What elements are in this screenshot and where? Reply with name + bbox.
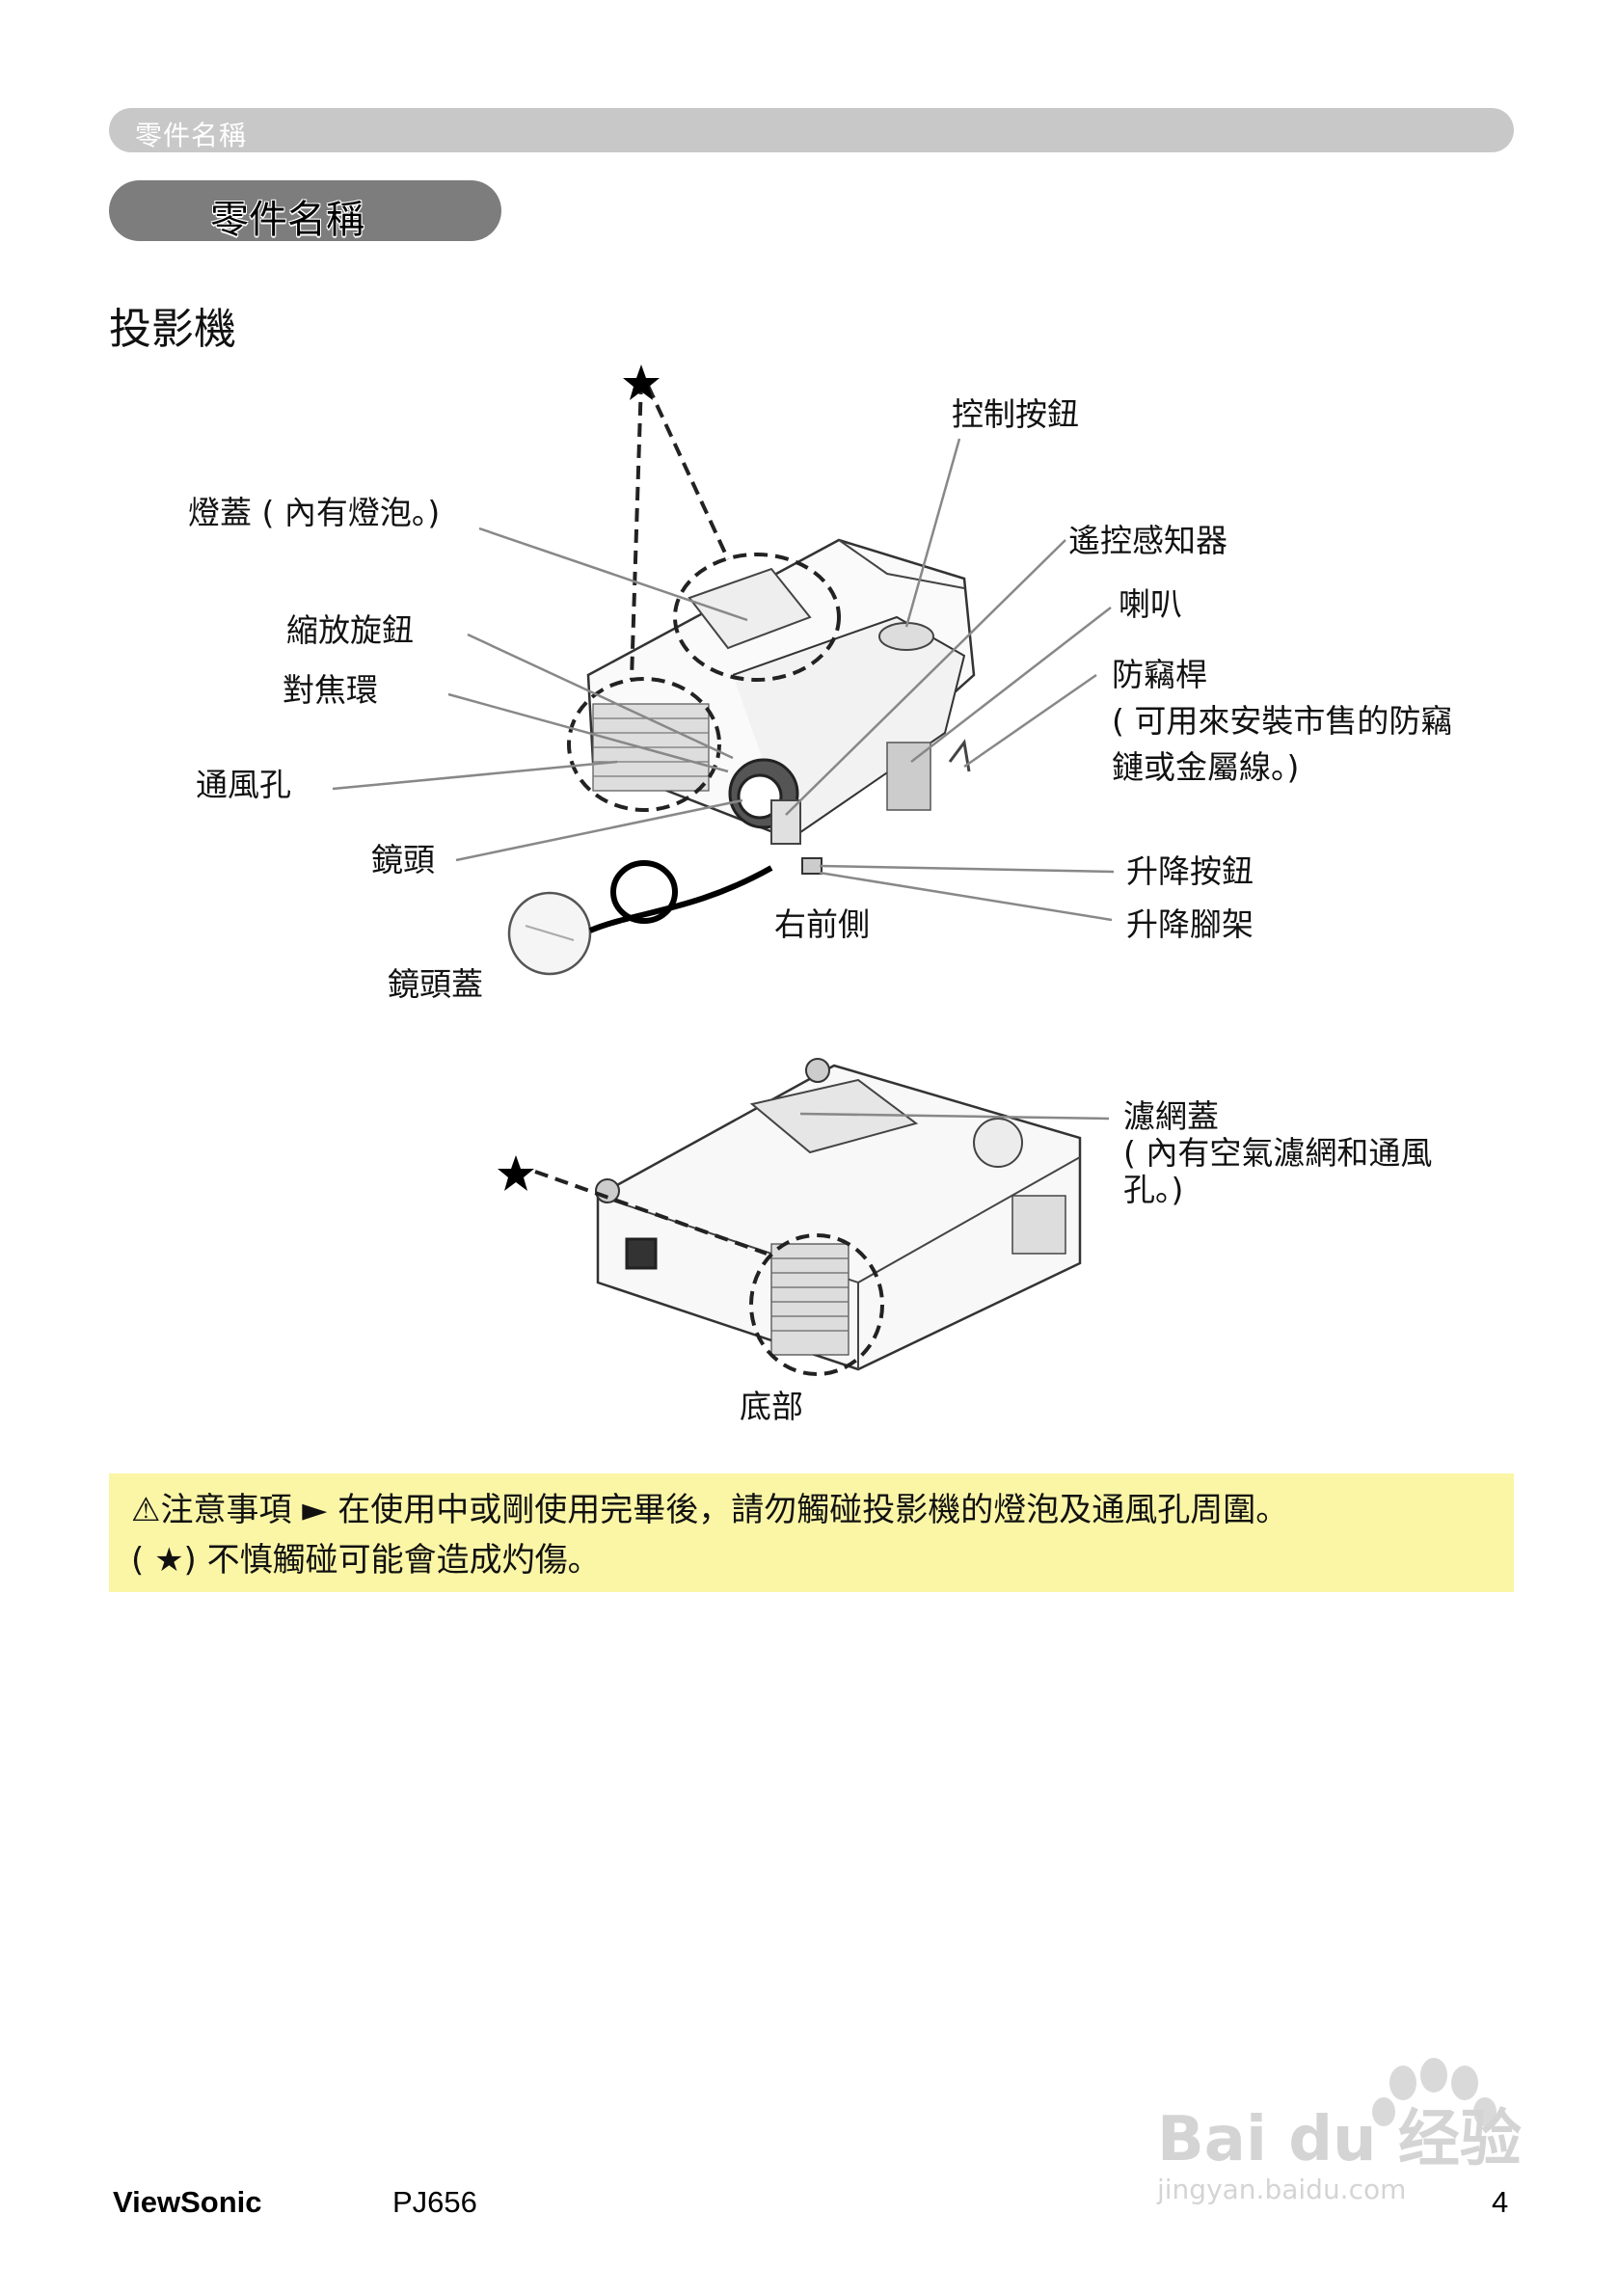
header-title: 零件名稱	[135, 120, 248, 151]
label-vent: 通風孔	[196, 766, 291, 803]
label-lens: 鏡頭	[371, 841, 435, 878]
section-title: 零件名稱	[210, 198, 364, 242]
projector-diagram	[332, 365, 1115, 1376]
section-pill: 零件名稱	[109, 180, 501, 242]
watermark-logo: Bai du 经验 jingyan.baidu.com	[1156, 2058, 1522, 2205]
footer-brand: ViewSonic	[113, 2185, 262, 2219]
label-focus-ring: 對焦環	[283, 671, 378, 709]
label-security-bar-note-1: ( 可用來安裝市售的防竊	[1112, 702, 1453, 740]
label-elevator-foot: 升降腳架	[1126, 905, 1254, 943]
label-remote-sensor: 遙控感知器	[1068, 522, 1227, 559]
label-filter-cover-note-1: ( 內有空氣濾網和通風	[1123, 1134, 1433, 1172]
label-control-buttons: 控制按鈕	[952, 395, 1079, 433]
footer-model: PJ656	[392, 2185, 477, 2219]
label-bottom: 底部	[740, 1388, 803, 1425]
label-lamp-cover: 燈蓋 ( 內有燈泡。)	[188, 494, 441, 531]
label-speaker: 喇叭	[1119, 585, 1182, 623]
page-number: 4	[1492, 2185, 1509, 2219]
caution-line-1: ⚠注意事項 ► 在使用中或剛使用完畢後，請勿觸碰投影機的燈泡及通風孔周圍。	[131, 1491, 1289, 1529]
label-security-bar: 防竊桿	[1112, 656, 1207, 693]
subheading: 投影機	[109, 305, 236, 354]
watermark-brand: Bai du 经验	[1157, 2104, 1522, 2175]
label-filter-cover-note-2: 孔。)	[1123, 1171, 1184, 1208]
projector-bottom-view	[595, 1058, 1082, 1371]
label-lens-cap: 鏡頭蓋	[388, 965, 483, 1003]
label-filter-cover: 濾網蓋	[1123, 1097, 1219, 1135]
projector-front-view	[586, 538, 976, 875]
label-elevator-button: 升降按鈕	[1126, 852, 1254, 890]
label-right-front: 右前側	[774, 905, 870, 943]
header-bar: 零件名稱	[109, 108, 1514, 152]
watermark-url: jingyan.baidu.com	[1156, 2174, 1406, 2205]
label-security-bar-note-2: 鏈或金屬線。)	[1112, 748, 1300, 786]
caution-box: ⚠注意事項 ► 在使用中或剛使用完畢後，請勿觸碰投影機的燈泡及通風孔周圍。 ( …	[109, 1473, 1514, 1592]
star-icon	[623, 365, 660, 400]
label-zoom-knob: 縮放旋鈕	[286, 611, 414, 649]
star-icon	[498, 1155, 534, 1191]
caution-line-2: ( ★) 不慎觸碰可能會造成灼傷。	[131, 1541, 601, 1580]
